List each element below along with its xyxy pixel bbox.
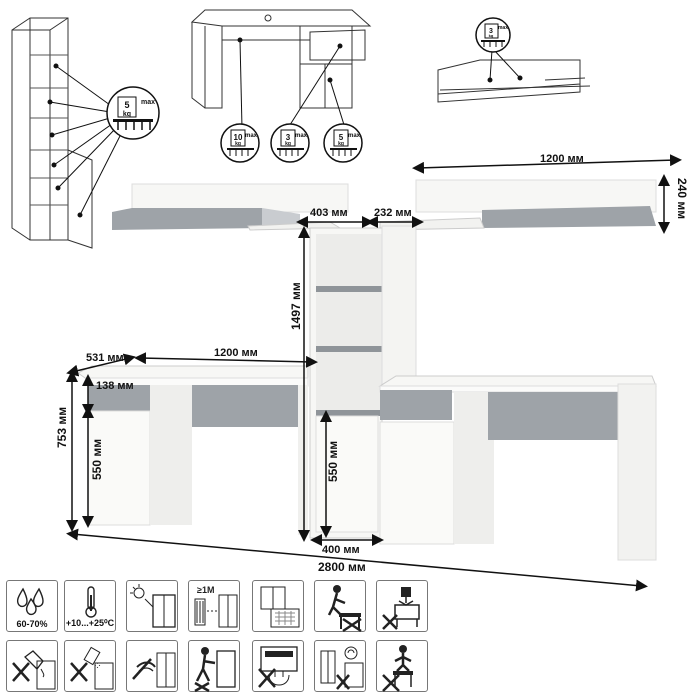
load-badge-desk-top: 10 kg max xyxy=(220,123,260,163)
load-badge-desk-shelf: 5 kg max xyxy=(323,123,363,163)
svg-text:3: 3 xyxy=(286,133,291,142)
desk-sketch xyxy=(190,9,372,109)
dim-tower-width: 403 мм xyxy=(310,207,348,219)
dim-tower-height: 1497 мм xyxy=(289,282,303,330)
wall-shelf-right xyxy=(379,179,657,231)
svg-text:max: max xyxy=(348,133,361,139)
dim-desk-height: 753 мм xyxy=(55,407,69,448)
dim-shelf-width: 1200 мм xyxy=(540,153,584,165)
wall-shelf-sketch xyxy=(437,59,591,103)
svg-text:max: max xyxy=(245,133,258,139)
svg-text:kg: kg xyxy=(285,141,291,147)
load-badge-bookcase: 5 kg max xyxy=(106,86,160,140)
no-chemicals-icon xyxy=(64,640,116,692)
humidity-icon: 60-70% xyxy=(6,580,58,632)
no-standing-icon xyxy=(314,580,366,633)
bookcase-sketch xyxy=(11,17,93,249)
desk-pointer-lines xyxy=(237,37,346,129)
bookcase-pointer-lines xyxy=(47,63,123,218)
svg-text:max: max xyxy=(295,133,308,139)
dim-tower-base-width: 400 мм xyxy=(322,544,360,556)
dim-cabinet-height-left: 550 мм xyxy=(90,439,104,480)
temperature-icon: +10...+25⁰C xyxy=(64,580,116,632)
load-badge-wall-shelf: 3 kg max xyxy=(475,17,511,53)
no-heat-icon xyxy=(252,640,304,692)
svg-text:max: max xyxy=(141,99,155,106)
svg-text:3: 3 xyxy=(489,28,493,35)
dim-desk-width: 1200 мм xyxy=(214,347,258,359)
no-sunlight-icon xyxy=(126,580,178,632)
dim-tower-gap: 232 мм xyxy=(374,207,412,219)
svg-text:max: max xyxy=(498,25,508,31)
right-desk xyxy=(378,375,657,561)
temperature-caption: +10...+25⁰C xyxy=(65,618,115,628)
svg-text:5: 5 xyxy=(124,100,129,110)
svg-text:kg: kg xyxy=(338,141,344,147)
no-child-climb-icon xyxy=(314,640,366,692)
load-badge-desk-drawer: 3 kg max xyxy=(270,123,310,163)
dim-drawer-height: 138 мм xyxy=(96,380,134,392)
no-wet-clean-icon xyxy=(6,640,58,692)
wall-shelf-left xyxy=(112,183,349,231)
svg-text:≥1M: ≥1M xyxy=(197,585,214,595)
dim-shelf-height: 240 мм xyxy=(675,178,689,219)
svg-text:kg: kg xyxy=(489,33,494,38)
no-overload-icon xyxy=(376,580,428,632)
svg-text:10: 10 xyxy=(234,133,243,142)
dim-desk-depth: 531 мм xyxy=(86,352,124,364)
dim-total-width: 2800 мм xyxy=(318,560,366,574)
no-push-icon xyxy=(188,640,240,693)
heater-distance-icon: ≥1M xyxy=(188,580,240,632)
svg-text:kg: kg xyxy=(123,111,131,118)
no-sit-icon xyxy=(376,640,428,692)
svg-text:kg: kg xyxy=(235,141,241,147)
dim-cabinet-height-tower: 550 мм xyxy=(326,441,340,482)
svg-text:5: 5 xyxy=(339,133,344,142)
window-icon xyxy=(252,580,304,632)
humidity-caption: 60-70% xyxy=(16,619,48,629)
no-scratch-icon xyxy=(126,640,178,692)
dimension-lines xyxy=(66,154,682,592)
wall-shelf-pointer-lines xyxy=(487,49,523,83)
